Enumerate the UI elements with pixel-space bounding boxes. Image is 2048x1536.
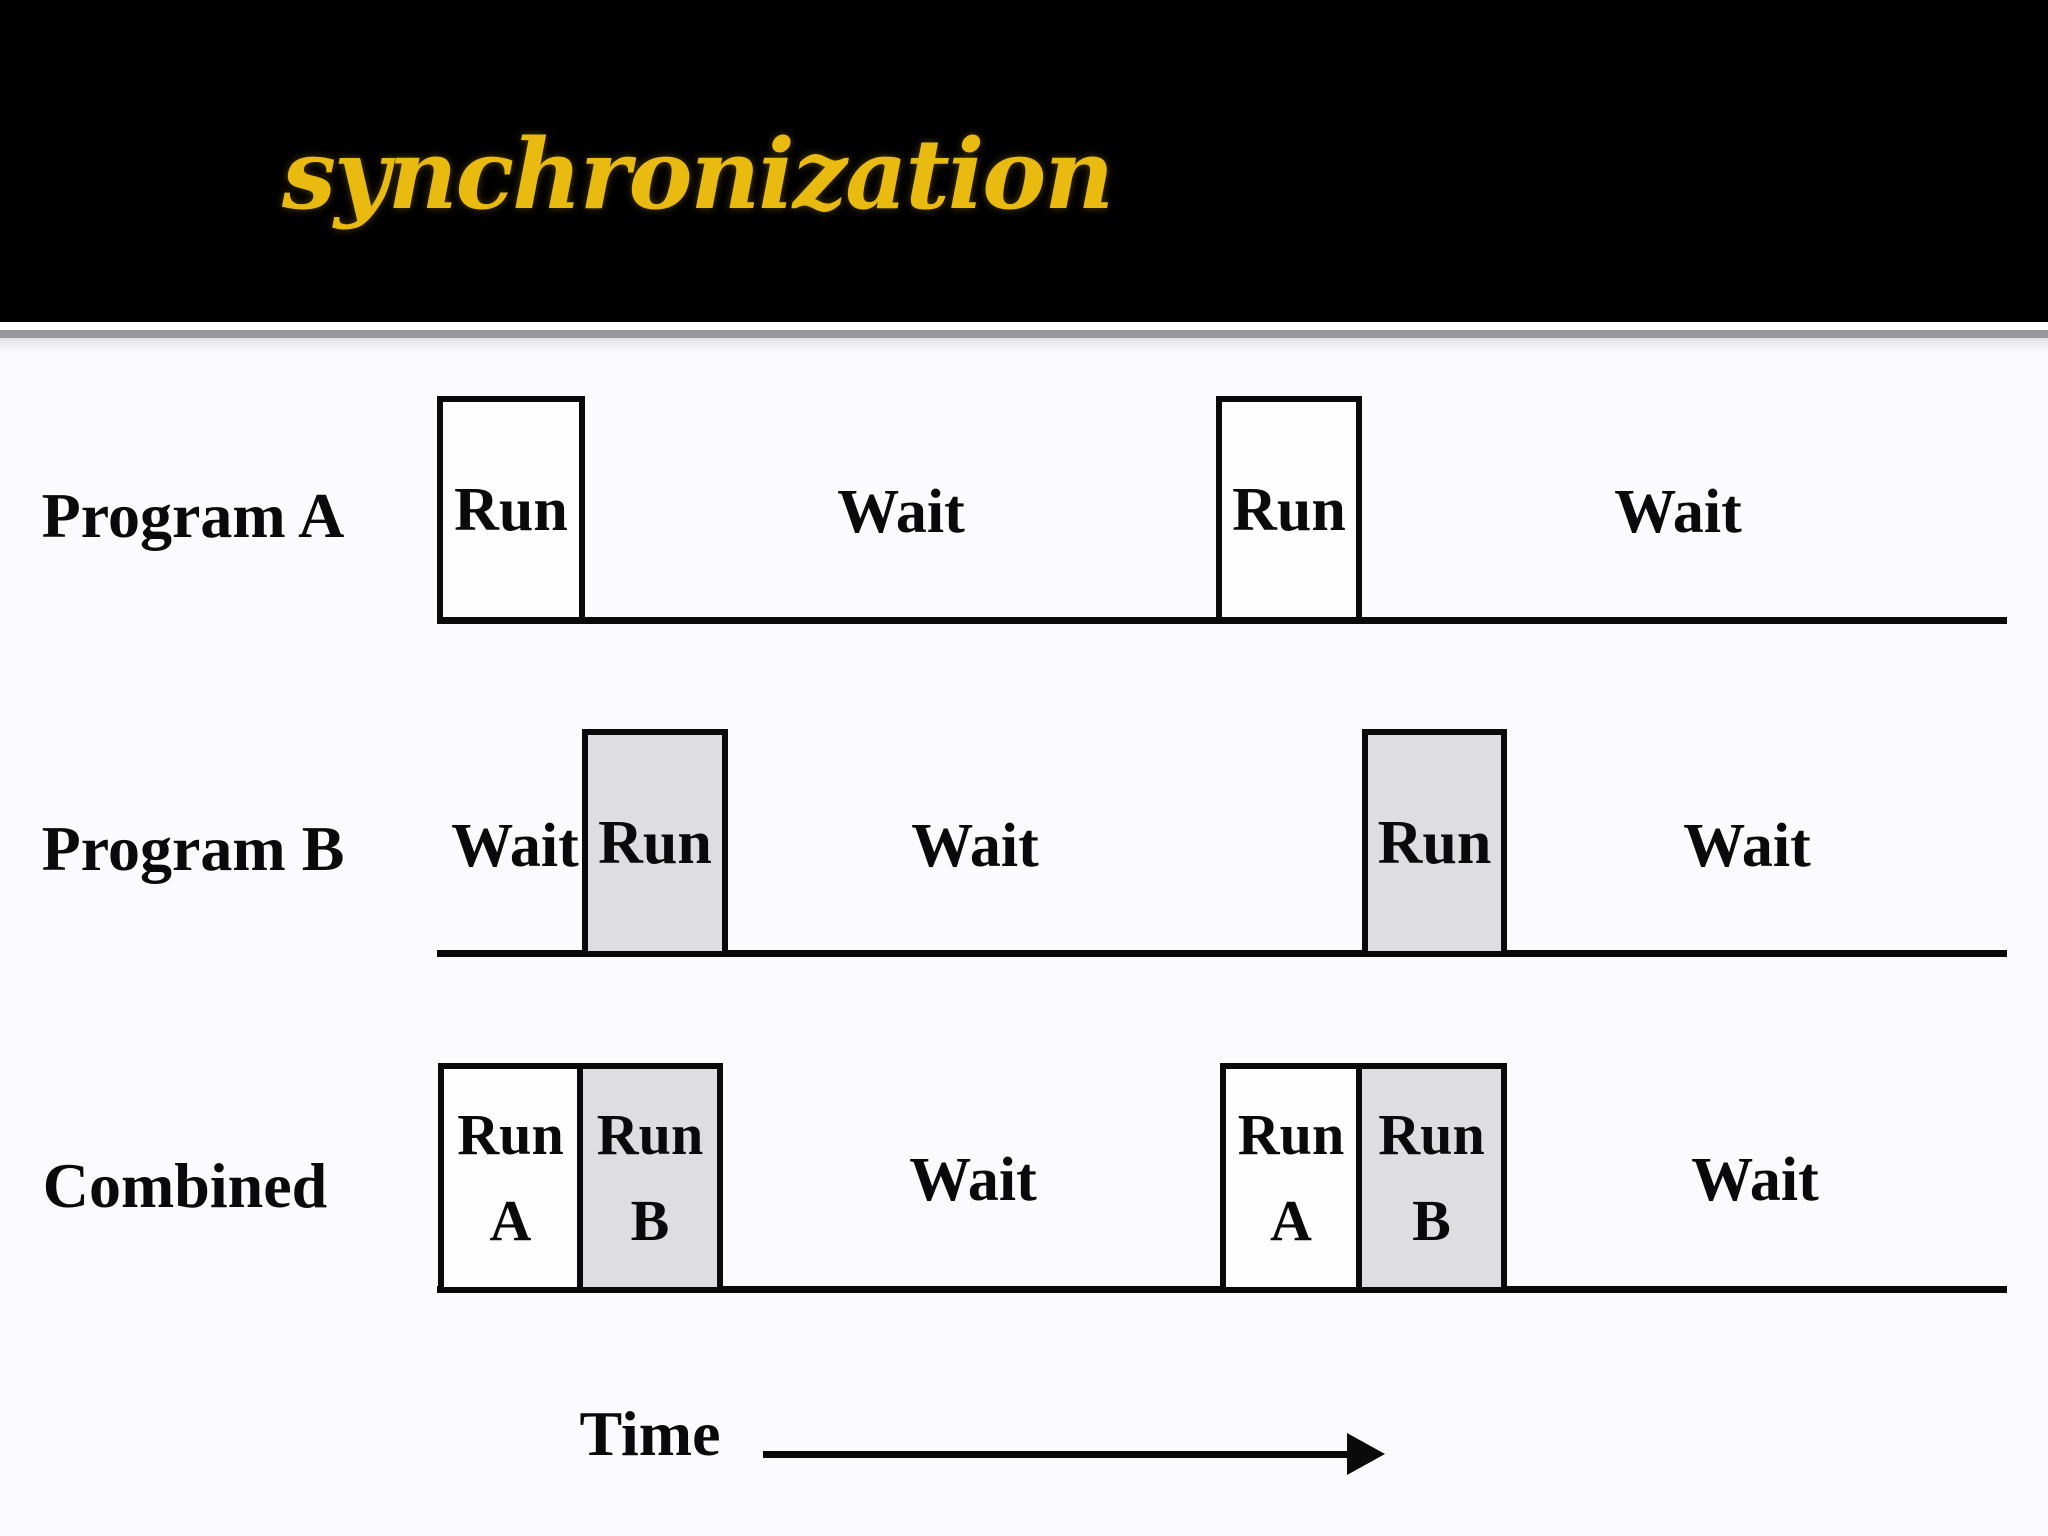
row-label-combined: Combined [42,1150,328,1221]
time-arrow-head-icon [1347,1433,1385,1475]
header-separator-shadow [0,338,2048,352]
run-box-b2: Run [1362,729,1507,957]
run-box-a2-label: Run [1232,475,1346,544]
run-box-a1-label: Run [454,475,568,544]
slide-header: synchronization [0,0,2048,322]
run-box-b1: Run [582,729,728,957]
combined-run-b1-top: Run [596,1102,704,1167]
combined-run-b1-bottom: B [630,1188,670,1253]
combined-run-a1-bottom: A [489,1188,532,1253]
combined-run-a2-bottom: A [1270,1188,1312,1253]
combined-run-b2-box: Run B [1362,1063,1507,1293]
row-label-program-b: Program B [41,813,345,884]
wait-label-b0: Wait [451,812,579,880]
combined-run-a2-box: Run A [1220,1063,1362,1293]
header-separator-gray [0,330,2048,338]
combined-run-a1-box: Run A [438,1063,583,1293]
run-box-a2: Run [1216,396,1362,623]
time-arrow-line [763,1451,1349,1458]
wait-label-b1: Wait [911,812,1039,880]
combined-run-b2-top: Run [1378,1102,1485,1167]
row-label-program-a: Program A [41,480,345,551]
combined-run-b1-box: Run B [583,1063,723,1293]
combined-run-a2-top: Run [1237,1102,1345,1167]
run-box-a1: Run [437,396,585,623]
wait-label-c2: Wait [1691,1146,1819,1214]
run-box-b2-label: Run [1377,809,1492,877]
wait-label-a1: Wait [837,478,965,546]
run-box-b1-label: Run [598,809,712,877]
combined-run-a1-top: Run [457,1102,564,1167]
header-separator-white [0,322,2048,330]
wait-label-c1: Wait [909,1146,1037,1214]
timeline-program-b [437,950,2007,957]
combined-run-b2-bottom: B [1412,1188,1451,1253]
time-axis-label: Time [579,1398,721,1469]
slide-title: synchronization [282,118,1114,231]
wait-label-b2: Wait [1683,812,1811,880]
wait-label-a2: Wait [1614,478,1742,546]
